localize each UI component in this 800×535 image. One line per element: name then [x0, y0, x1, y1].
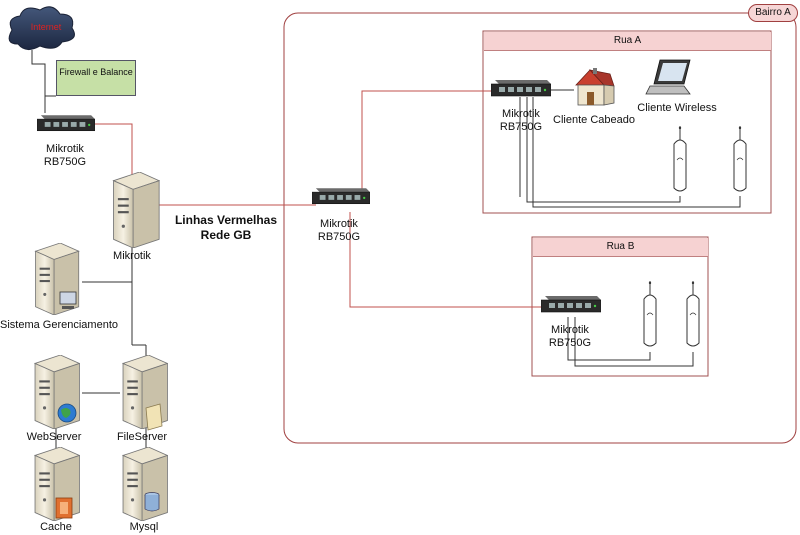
rua-a-router-label: Mikrotik RB750G [486, 108, 556, 134]
top-router-switch-icon [37, 114, 95, 132]
monitor-icon [59, 291, 77, 309]
rua-b-router-label: Mikrotik RB750G [535, 324, 605, 350]
red-lines-line1: Linhas Vermelhas [174, 213, 278, 227]
main-server-label: Mikrotik [113, 250, 151, 262]
center-router-line1: Mikrotik [320, 218, 358, 230]
rua-a-router-line2: RB750G [499, 121, 543, 133]
globe-icon [57, 403, 77, 423]
rua-b-router-line1: Mikrotik [551, 324, 589, 336]
center-router-label: Mikrotik RB750G [304, 218, 374, 244]
rua-b-router-switch-icon [541, 295, 601, 313]
cache-label: Cache [40, 521, 72, 533]
bairro-a-container [283, 12, 797, 444]
internet-label: Internet [30, 22, 62, 32]
rua-a-router-switch-icon [491, 79, 551, 97]
rua-a-router-line1: Mikrotik [502, 108, 540, 120]
red-lines-line2: Rede GB [200, 228, 252, 242]
rua-b-header: Rua B [533, 238, 708, 257]
fileserver-label: FileServer [116, 431, 168, 443]
red-links [94, 90, 543, 308]
mysql-label: Mysql [129, 521, 159, 533]
folder-icon [145, 403, 163, 431]
cliente-wireless-label: Cliente Wireless [637, 102, 717, 114]
internet-cloud-icon [8, 6, 75, 50]
rua-a-title: Rua A [613, 35, 642, 46]
bairro-a-label: Bairro A [748, 4, 798, 22]
mysql-server-icon [122, 447, 168, 521]
firewall-label: Firewall e Balance [56, 60, 136, 96]
mikrotik-server-icon [112, 172, 160, 248]
top-router-line2: RB750G [43, 156, 87, 168]
center-router-switch-icon [312, 187, 370, 205]
red-lines-label: Linhas Vermelhas Rede GB [166, 213, 286, 243]
top-router-label: Mikrotik RB750G [30, 143, 100, 169]
rua-a-box [482, 30, 772, 214]
top-router-line1: Mikrotik [46, 143, 84, 155]
cliente-cabeado-label: Cliente Cabeado [553, 114, 635, 126]
rua-b-title: Rua B [606, 241, 635, 252]
center-router-line2: RB750G [317, 231, 361, 243]
gerenciamento-label: Sistema Gerenciamento [0, 319, 118, 331]
laptop-icon [645, 59, 691, 95]
rua-a-header: Rua A [484, 32, 771, 51]
rua-b-router-line2: RB750G [548, 337, 592, 349]
cache-box-icon [55, 497, 73, 519]
house-icon [575, 68, 615, 106]
webserver-label: WebServer [26, 431, 82, 443]
database-icon [144, 492, 160, 512]
